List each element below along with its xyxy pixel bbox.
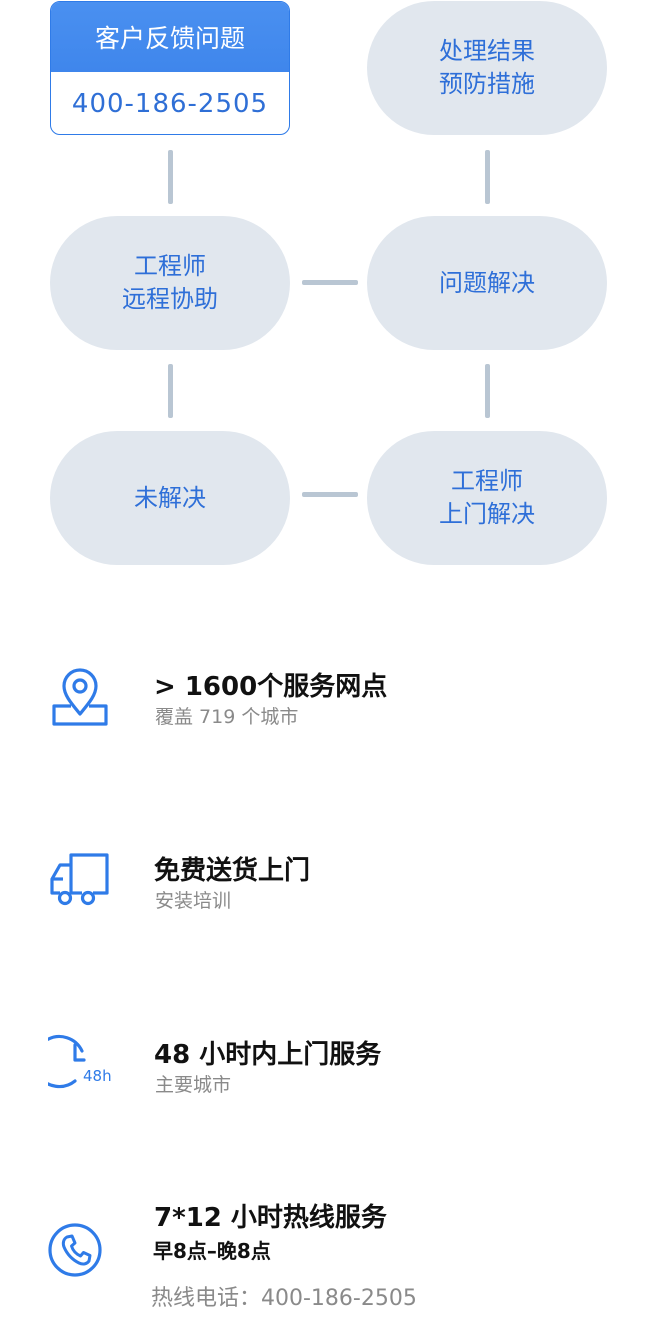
remote-assist-node: 工程师 远程协助 bbox=[50, 216, 290, 350]
customer-feedback-phone[interactable]: 400-186-2505 bbox=[71, 89, 269, 119]
node-label: 处理结果 bbox=[439, 37, 535, 65]
customer-feedback-card: 客户反馈问题 400-186-2505 bbox=[50, 1, 290, 135]
node-label: 上门解决 bbox=[439, 500, 535, 528]
node-label: 工程师 bbox=[134, 252, 206, 280]
service-outlets-title: > 1600个服务网点 bbox=[154, 672, 388, 702]
customer-feedback-title: 客户反馈问题 bbox=[51, 2, 289, 72]
result-prevention-node: 处理结果 预防措施 bbox=[367, 1, 607, 135]
free-delivery-title: 免费送货上门 bbox=[154, 856, 311, 886]
connector-line bbox=[485, 150, 490, 204]
node-label: 远程协助 bbox=[122, 285, 218, 313]
location-pin-icon bbox=[52, 668, 108, 726]
problem-solved-node: 问题解决 bbox=[367, 216, 607, 350]
onsite-48h-title: 48 小时内上门服务 bbox=[154, 1040, 382, 1070]
node-label: 问题解决 bbox=[439, 268, 535, 297]
delivery-truck-icon bbox=[50, 853, 109, 906]
phone-icon bbox=[48, 1223, 102, 1277]
service-outlets-subtitle: 覆盖 719 个城市 bbox=[155, 706, 299, 728]
unsolved-node: 未解决 bbox=[50, 431, 290, 565]
onsite-engineer-node: 工程师 上门解决 bbox=[367, 431, 607, 565]
free-delivery-subtitle: 安装培训 bbox=[155, 890, 232, 912]
connector-line bbox=[302, 492, 358, 497]
hotline-phone[interactable]: 热线电话：400-186-2505 bbox=[151, 1286, 417, 1311]
node-label: 工程师 bbox=[451, 467, 523, 495]
node-label: 预防措施 bbox=[439, 70, 535, 98]
connector-line bbox=[485, 364, 490, 418]
connector-line bbox=[168, 150, 173, 204]
onsite-48h-subtitle: 主要城市 bbox=[155, 1074, 232, 1096]
connector-line bbox=[168, 364, 173, 418]
connector-line bbox=[302, 280, 358, 285]
node-label: 未解决 bbox=[134, 483, 206, 512]
clock-48h-icon: 48h bbox=[48, 1034, 112, 1089]
hotline-service-title: 7*12 小时热线服务 bbox=[154, 1203, 387, 1233]
hotline-hours: 早8点–晚8点 bbox=[153, 1239, 271, 1263]
clock-48h-label: 48h bbox=[83, 1067, 112, 1085]
